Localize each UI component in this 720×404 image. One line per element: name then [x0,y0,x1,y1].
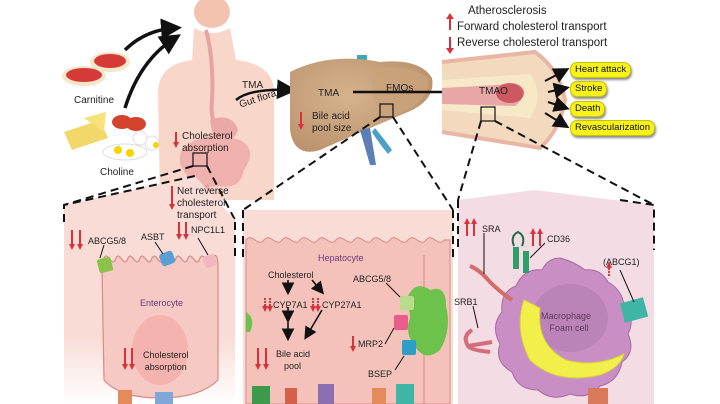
srb1-receptor [463,328,493,354]
choline-arrow [123,34,181,109]
mrp2-transporter [394,315,408,330]
human-body-illustration [158,0,274,221]
outcome-heart-attack: Heart attack [570,62,632,78]
red-indicator-arrows [69,112,612,370]
srb1-label: SRB1 [454,297,478,307]
macrophage-line2: Foam cell [549,323,589,333]
asbt-label: ASBT [141,232,165,242]
cyp7a1-label: CYP7A1 [273,300,308,310]
outcome-revascularization: Revascularization [570,120,655,136]
zoom-connector-lines [63,116,655,221]
hepatic-bile-acid-line1: Bile acid [276,349,311,359]
npc1l1-label: NPC1L1 [191,225,226,235]
bile-canaliculus [408,286,448,356]
cd36-receptor [513,247,519,269]
carnitine-arrow [123,18,182,52]
outcome-stroke: Stroke [570,81,608,97]
npc1l1-transporter [203,254,217,268]
cd36-label: CD36 [547,234,571,244]
enterocyte-absorption-line2: absorption [144,362,187,372]
legend-reverse: Reverse cholesterol transport [457,37,608,49]
cyp27a1-label: CYP27A1 [322,300,362,310]
sra-label: SRA [482,224,501,234]
mrp2-label: MRP2 [358,339,384,349]
legend-arrows [446,13,454,54]
macrophage-line1: Macrophage [541,311,592,321]
tma-to-liver-arrow [235,79,297,101]
abcg1-label: (ABCG1) [603,257,640,267]
up-arrow-icon [446,13,454,19]
tma-label: TMA [242,80,264,91]
liver-tma-label: TMA [318,88,340,99]
enterocyte-abcg58-label: ABCG5/8 [88,236,127,246]
net-reverse-line1: Net reverse [177,186,229,197]
outcome-arrows [544,68,570,129]
carnitine-label: Carnitine [74,95,115,106]
liver-focus-box [379,103,394,118]
enterocyte-absorption-line1: Cholesterol [143,350,189,360]
cholesterol-label: Cholesterol [268,270,314,280]
choline-label: Choline [100,167,134,178]
hepatic-abcg58-transporter [400,296,414,310]
hepatocyte-panel [242,210,454,404]
down-arrow-icon [446,48,454,54]
abcg58-transporter [96,256,114,274]
fmos-label: FMOs [386,83,414,94]
food-illustrations [62,52,160,161]
bsep-transporter [402,340,416,355]
outcome-death: Death [570,101,606,117]
hepatic-bile-acid-pool-label: Bile acid pool [276,348,310,372]
macrophage-panel [457,190,655,404]
enterocyte-label: Enterocyte [140,298,184,308]
net-reverse-line2: cholesterol [177,198,226,209]
asbt-transporter [159,250,176,267]
gut-absorption-line2: absorption [182,143,229,154]
intestine-focus-box [192,152,208,167]
legend-title: Atherosclerosis [468,5,547,17]
artery-illustration [441,49,568,151]
sra-receptor [469,264,514,302]
bsep-label: BSEP [368,369,393,379]
hepatic-abcg58-label: ABCG5/8 [353,274,392,284]
hepatic-bile-acid-line2: pool [284,361,302,371]
enterocyte-panel [63,175,236,404]
gut-absorption-line1: Cholesterol [182,131,233,142]
tmao-label: TMAO [479,86,508,97]
legend-forward: Forward cholesterol transport [457,21,607,33]
lipid-droplets [519,299,625,379]
bile-acid-line1: Bile acid [312,111,350,122]
bile-acid-line2: pool size [312,123,352,134]
artery-focus-box [480,106,496,122]
liver-illustration [290,55,433,165]
net-reverse-line3: transport [177,210,217,221]
hepatocyte-label: Hepatocyte [318,253,364,263]
enterocyte-cholesterol-absorption-label: Cholesterol absorption [143,349,189,373]
abcg1-transporter [619,297,649,323]
